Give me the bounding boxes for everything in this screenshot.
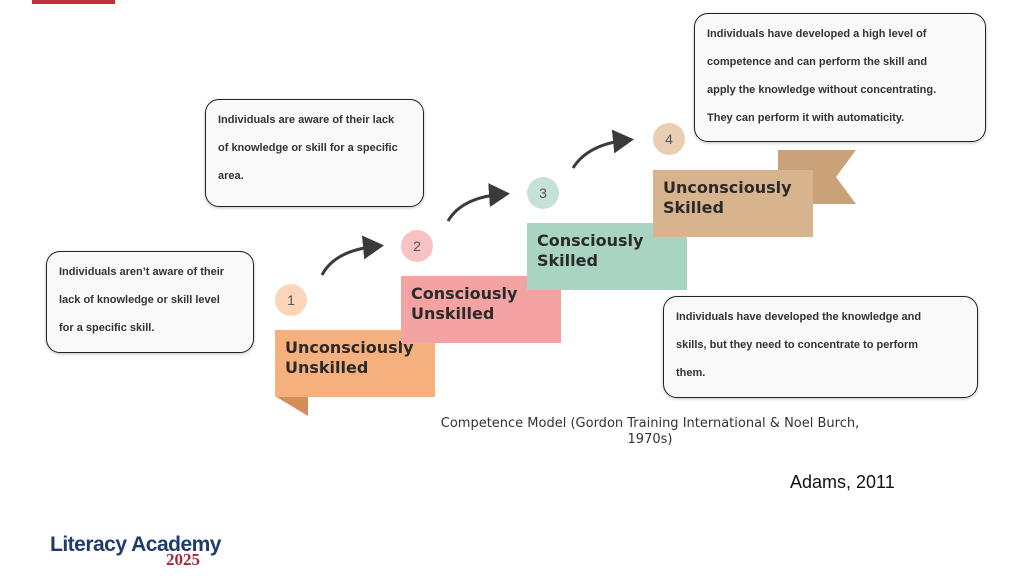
callout-line: They can perform it with automaticity. [707, 112, 905, 124]
callout-line: area. [218, 170, 244, 182]
callout-line: Individuals have developed the knowledge… [676, 311, 922, 323]
step-label-line: Skilled [663, 198, 724, 217]
curved-arrow-icon [446, 183, 510, 222]
step-1-unconsciously-unskilled: Unconsciously Unskilled [275, 330, 435, 397]
logo-title: Literacy Academy [50, 533, 221, 556]
accent-bar [32, 0, 115, 4]
step-4-unconsciously-skilled: Unconsciously Skilled [653, 170, 813, 237]
callout-line: Individuals aren’t aware of their [59, 266, 225, 278]
logo-year: 2025 [166, 550, 200, 569]
step-label-line: Unskilled [285, 358, 369, 377]
callout-line: Individuals are aware of their lack [218, 114, 395, 126]
step-number-circle: 1 [275, 284, 307, 316]
callout-unconscious-incompetence: Individuals aren’t aware of their lack o… [46, 251, 254, 353]
step-label-line: Skilled [537, 251, 598, 270]
callout-conscious-competence: Individuals have developed the knowledge… [663, 296, 978, 398]
callout-line: apply the knowledge without concentratin… [707, 84, 937, 96]
callout-conscious-incompetence: Individuals are aware of their lack of k… [205, 99, 424, 207]
caption-line: Competence Model (Gordon Training Intern… [440, 416, 860, 431]
callout-line: skills, but they need to concentrate to … [676, 339, 919, 351]
step-label-line: Consciously [411, 284, 518, 303]
citation: Adams, 2011 [790, 472, 895, 492]
callout-line: for a specific skill. [59, 322, 155, 334]
callout-line: lack of knowledge or skill level [59, 294, 220, 306]
curved-arrow-icon [571, 129, 634, 169]
curved-arrow-icon [320, 235, 384, 276]
callout-unconscious-competence: Individuals have developed a high level … [694, 13, 986, 142]
callout-line: Individuals have developed a high level … [707, 28, 927, 40]
callout-line: them. [676, 367, 706, 379]
step-number-circle: 3 [527, 177, 559, 209]
fold-icon [275, 396, 308, 416]
step-label-line: Unskilled [411, 304, 495, 323]
step-label-line: Unconsciously [663, 178, 792, 197]
step-number-circle: 2 [401, 230, 433, 262]
figure-caption: Competence Model (Gordon Training Intern… [410, 416, 890, 448]
step-number-circle: 4 [653, 123, 685, 155]
callout-line: of knowledge or skill for a specific [218, 142, 398, 154]
step-label-line: Consciously [537, 231, 644, 250]
literacy-academy-logo: Literacy Academy 2025 [50, 533, 230, 573]
callout-line: competence and can perform the skill and [707, 56, 928, 68]
caption-line: 1970s) [627, 432, 673, 447]
step-label-line: Unconsciously [285, 338, 414, 357]
